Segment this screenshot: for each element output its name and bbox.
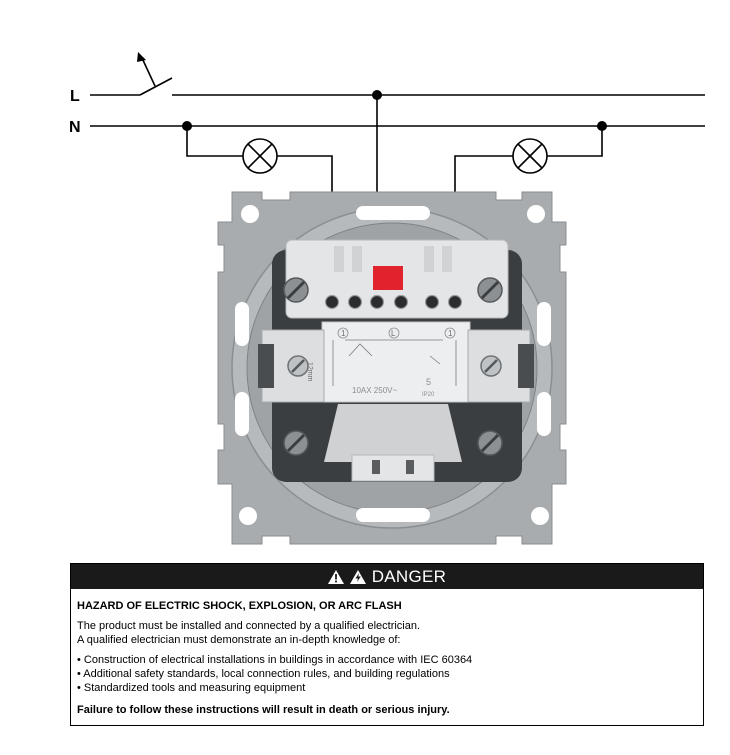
switch-blade [139,77,173,96]
screw-top-right-icon [477,277,503,303]
terminal-mark-2: 1 [448,329,453,338]
screw-wing-right-icon [480,355,502,377]
housing-ridges [334,246,452,272]
screw-bottom-right-icon [477,430,503,456]
terminal-hole-1 [324,294,340,310]
warning-triangle-icon [349,569,366,584]
plate-slot-top [356,206,430,220]
terminal-mark-1: 1 [341,329,346,338]
hazard-title: HAZARD OF ELECTRIC SHOCK, EXPLOSION, OR … [77,600,402,612]
list-item: • Additional safety standards, local con… [77,668,450,680]
wiring-diagram: L N [69,52,705,545]
variant-number: 5 [426,377,431,387]
intro-line-2: A qualified electrician must demonstrate… [77,634,401,646]
left-lamp-wire [186,126,243,157]
lamp-left-icon [242,138,278,174]
strip-length-label: 12mm [306,362,313,382]
housing-bottom-ridges [372,460,414,474]
device-housing [258,239,534,482]
danger-header: DANGER [71,564,703,589]
plate-hole-tr [527,205,545,223]
junction-dot-l [372,90,382,100]
danger-body: HAZARD OF ELECTRIC SHOCK, EXPLOSION, OR … [71,589,703,717]
plate-slot-right-bot [537,392,551,436]
label-n: N [69,119,81,136]
danger-title: DANGER [371,566,447,586]
housing-window [324,404,462,462]
housing-bottom [351,454,435,482]
danger-notice: DANGER HAZARD OF ELECTRIC SHOCK, EXPLOSI… [70,563,704,726]
plate-hole-tl [241,205,259,223]
terminal-hole-3 [369,294,385,310]
junction-dot-n-right [597,121,607,131]
claw-right [518,344,534,388]
terminal-hole-4 [393,294,409,310]
screw-bottom-left-icon [283,430,309,456]
terminal-mark-l: L [391,329,396,338]
release-tab-red [373,266,403,290]
variant-code: IP20 [422,392,435,398]
plate-hole-br [531,507,549,525]
plate-slot-left-top [235,302,249,346]
terminal-marks: 1 L 1 [337,327,456,339]
right-lamp-wire [547,126,603,157]
plate-slot-right-top [537,302,551,346]
terminal-hole-6 [447,294,463,310]
list-item: • Standardized tools and measuring equip… [77,682,306,694]
intro-line-1: The product must be installed and connec… [77,620,421,632]
screw-top-left-icon [283,277,309,303]
plate-slot-bottom [356,508,430,522]
requirements-list: • Construction of electrical installatio… [77,653,697,695]
terminal-hole-5 [424,294,440,310]
warning-triangle-icon [327,569,344,584]
panel-markings [332,339,457,386]
rating-label: 10AX 250V~ [352,386,397,395]
danger-footer: Failure to follow these instructions wil… [77,704,450,716]
terminal-holes [324,294,463,310]
label-l: L [70,88,80,105]
switch-arrow-icon [137,52,156,87]
junction-dot-n-left [182,121,192,131]
list-item: • Construction of electrical installatio… [77,654,473,666]
claw-left [258,344,274,388]
lamp-right-icon [512,138,548,174]
plate-slot-left-bot [235,392,249,436]
plate-hole-bl [239,507,257,525]
screw-wing-left-icon [287,355,309,377]
terminal-hole-2 [347,294,363,310]
